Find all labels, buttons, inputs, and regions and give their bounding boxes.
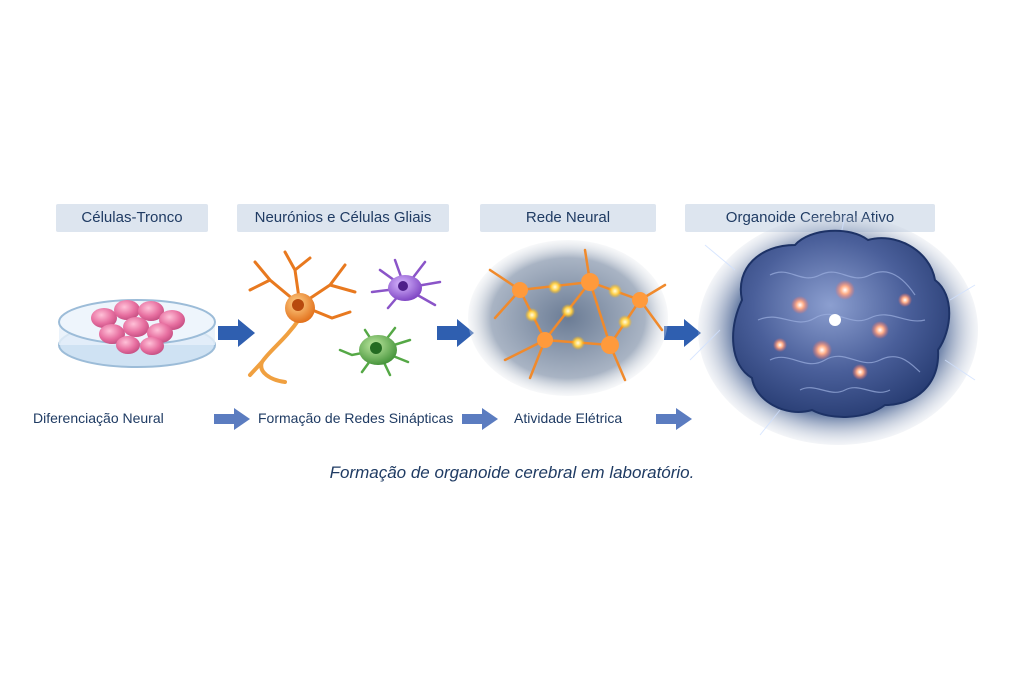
orange-neuron-icon	[248, 250, 357, 384]
brain-organoid-icon	[689, 214, 978, 445]
step-arrow-icon	[462, 408, 498, 430]
step-label-neural-differentiation: Diferenciação Neural	[33, 410, 164, 426]
stage-label-neurons-glia: Neurónios e Células Gliais	[237, 204, 449, 232]
figure-caption: Formação de organoide cerebral em labora…	[329, 463, 695, 482]
step-label-synaptic-networks: Formação de Redes Sinápticas	[258, 410, 454, 426]
step-arrow-icon	[214, 408, 250, 430]
stage-label-stem-cells: Células-Tronco	[56, 204, 208, 232]
stem-cell-cluster	[91, 300, 185, 355]
purple-glial-cell-icon	[370, 258, 442, 310]
step-arrow-icon	[656, 408, 692, 430]
arrow-icon	[664, 319, 701, 347]
step-label-electrical-activity: Atividade Elétrica	[514, 410, 623, 426]
stage-label-neural-network: Rede Neural	[480, 204, 656, 232]
neural-network-icon	[468, 240, 668, 396]
arrow-icon	[218, 319, 255, 347]
petri-dish-icon	[58, 299, 216, 368]
green-glial-cell-icon	[338, 326, 412, 377]
arrow-icon	[437, 319, 474, 347]
